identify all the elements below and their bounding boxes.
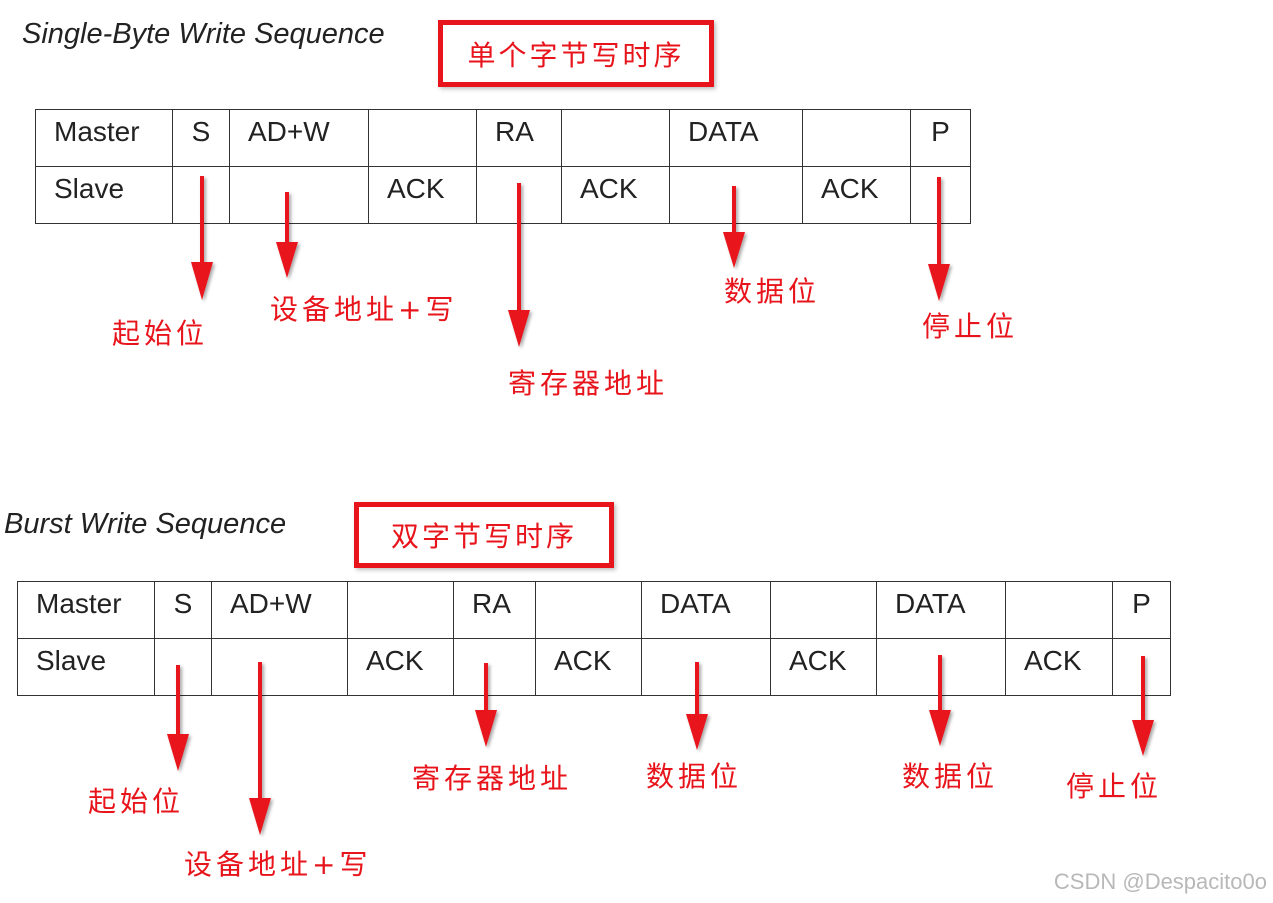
burst-anno-data-2: 数据位 (902, 760, 999, 793)
single-slave-label-cell: Slave (35, 166, 173, 224)
burst-slave-cell (211, 638, 348, 696)
arrow-down-icon (508, 183, 530, 347)
burst-cn-title-box: 双字节写时序 (354, 502, 614, 568)
single-master-cell: RA (476, 109, 562, 167)
single-master-row: Master S AD+W RA DATA P (35, 109, 971, 167)
burst-slave-cell (154, 638, 212, 696)
arrow-down-icon (167, 665, 189, 771)
single-cn-title: 单个字节写时序 (467, 38, 685, 72)
watermark: CSDN @Despacito0o (1053, 869, 1267, 894)
burst-slave-cell: ACK (770, 638, 877, 696)
single-sequence-title: Single-Byte Write Sequence (22, 18, 385, 50)
single-anno-dev-addr: 设备地址+写 (270, 293, 458, 326)
burst-slave-cell: ACK (535, 638, 642, 696)
burst-slave-cell: ACK (347, 638, 454, 696)
burst-master-label: Master (36, 588, 122, 619)
arrow-down-icon (929, 655, 951, 746)
burst-master-cell: RA (453, 581, 536, 639)
burst-slave-label-cell: Slave (17, 638, 155, 696)
burst-slave-cell: ACK (1005, 638, 1113, 696)
arrow-down-icon (191, 176, 213, 300)
burst-anno-stop: 停止位 (1066, 770, 1163, 803)
single-master-cell: P (910, 109, 971, 167)
arrow-down-icon (686, 662, 708, 750)
arrow-down-icon (1132, 656, 1154, 756)
arrow-down-icon (276, 192, 298, 278)
single-anno-reg-addr: 寄存器地址 (508, 367, 669, 400)
burst-sequence-title: Burst Write Sequence (4, 508, 287, 540)
burst-master-cell: P (1112, 581, 1171, 639)
burst-anno-start: 起始位 (88, 785, 185, 818)
burst-anno-dev-addr: 设备地址+写 (184, 848, 372, 881)
single-slave-cell: ACK (802, 166, 911, 224)
burst-slave-label: Slave (36, 645, 107, 676)
arrow-down-icon (475, 663, 497, 747)
single-master-cell (802, 109, 911, 167)
single-anno-start: 起始位 (112, 317, 209, 350)
burst-master-cell: DATA (876, 581, 1006, 639)
single-master-cell (368, 109, 477, 167)
single-master-label: Master (54, 116, 140, 147)
single-anno-stop: 停止位 (922, 310, 1019, 343)
single-cn-title-box: 单个字节写时序 (438, 20, 714, 87)
burst-anno-reg-addr: 寄存器地址 (412, 762, 573, 795)
single-anno-data: 数据位 (724, 275, 821, 308)
burst-master-cell: DATA (641, 581, 771, 639)
burst-master-cell (535, 581, 642, 639)
single-slave-label: Slave (54, 173, 125, 204)
burst-anno-data-1: 数据位 (646, 760, 743, 793)
single-slave-cell: ACK (561, 166, 670, 224)
burst-slave-cell (641, 638, 771, 696)
burst-master-cell: AD+W (211, 581, 348, 639)
single-sequence-table: Master S AD+W RA DATA P Slave ACK ACK AC… (35, 109, 971, 224)
burst-cn-title: 双字节写时序 (390, 520, 577, 553)
burst-master-label-cell: Master (17, 581, 155, 639)
arrow-down-icon (723, 186, 745, 268)
burst-master-row: Master S AD+W RA DATA DATA P (17, 581, 1171, 639)
single-slave-cell: ACK (368, 166, 477, 224)
single-master-cell: DATA (669, 109, 803, 167)
arrow-down-icon (249, 662, 271, 835)
burst-slave-cell (453, 638, 536, 696)
arrow-down-icon (928, 177, 950, 301)
single-master-cell (561, 109, 670, 167)
